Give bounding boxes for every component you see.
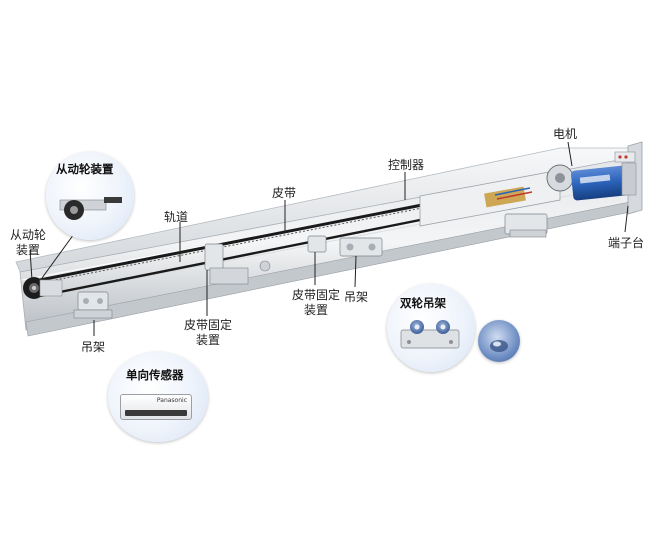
inset-follower-device: 从动轮装置 xyxy=(46,152,134,240)
sensor-brand: Panasonic xyxy=(156,397,187,404)
label-belt-clamp-mid: 皮带固定 装置 xyxy=(292,288,341,317)
hanger-right-icon xyxy=(504,213,548,238)
inset-double-wheel-title: 双轮吊架 xyxy=(400,296,446,310)
label-controller: 控制器 xyxy=(388,158,425,172)
belt-clamp-icon xyxy=(204,243,271,285)
label-track: 轨道 xyxy=(164,210,189,224)
inset-double-wheel-hanger: 双轮吊架 xyxy=(387,284,475,372)
label-belt-clamp-left: 皮带固定 装置 xyxy=(184,318,233,347)
sensor-window xyxy=(125,410,187,416)
inset-one-way-sensor: 单向传感器 Panasonic xyxy=(108,352,208,442)
inset-sensor-title: 单向传感器 xyxy=(126,368,184,382)
label-hanger-left: 吊架 xyxy=(81,340,106,354)
inset-roller-closeup xyxy=(478,320,520,362)
hanger-mid-icon xyxy=(339,237,383,257)
label-terminal-block: 端子台 xyxy=(608,236,645,250)
label-belt: 皮带 xyxy=(272,186,297,200)
label-hanger-right: 吊架 xyxy=(344,290,369,304)
motor-icon xyxy=(546,151,637,201)
inset-follower-title: 从动轮装置 xyxy=(56,162,114,176)
controller-box xyxy=(419,169,561,227)
follower-pulley-closeup-icon xyxy=(59,197,122,220)
label-motor: 电机 xyxy=(553,127,578,141)
belt-clamp-mid-icon xyxy=(307,235,327,253)
double-wheel-hanger-icon xyxy=(400,320,460,349)
sensor-icon: Panasonic xyxy=(120,394,192,420)
roller-closeup-icon xyxy=(490,340,508,352)
follower-pulley-icon xyxy=(23,277,63,299)
hanger-icon xyxy=(73,291,113,319)
label-follower-device: 从动轮 装置 xyxy=(10,228,47,257)
